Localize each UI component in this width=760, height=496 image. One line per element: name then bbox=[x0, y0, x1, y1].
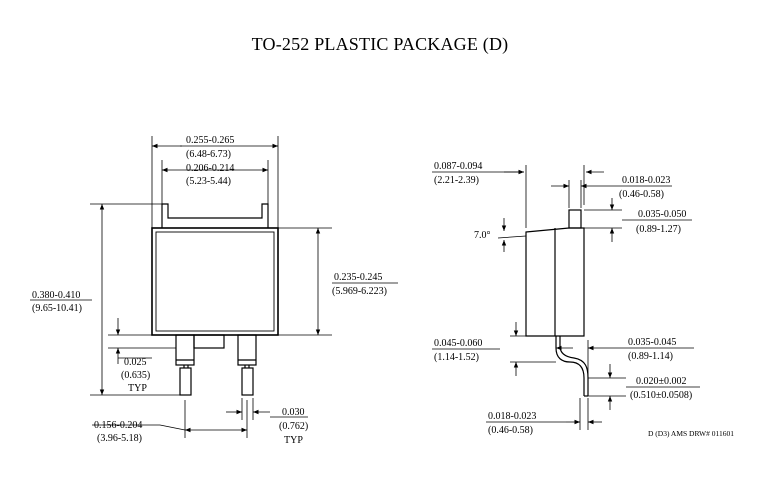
body-thickness-inch: 0.087-0.094 bbox=[434, 161, 482, 172]
tab-width-inch: 0.206-0.214 bbox=[186, 163, 234, 174]
standoff-inch: 0.045-0.060 bbox=[434, 338, 482, 349]
lead-offset-inch: 0.025 bbox=[124, 357, 147, 368]
body-height-mm: (5.969-6.223) bbox=[332, 286, 387, 297]
lead-pitch-mm: (3.96-5.18) bbox=[97, 433, 142, 444]
overall-height-inch: 0.380-0.410 bbox=[32, 290, 80, 301]
front-view-labels: 0.255-0.265 (6.48-6.73) 0.206-0.214 (5.2… bbox=[32, 135, 387, 446]
draft-angle: 7.0° bbox=[474, 230, 491, 241]
lead-thickness-inch: 0.018-0.023 bbox=[488, 411, 536, 422]
tab-thickness-mm: (0.46-0.58) bbox=[619, 189, 664, 200]
body-height-inch: 0.235-0.245 bbox=[334, 272, 382, 283]
lead-right-foot bbox=[241, 367, 254, 396]
lead-width-inch: 0.030 bbox=[282, 407, 305, 418]
lead-left-foot bbox=[179, 367, 192, 396]
package-body-inner bbox=[155, 231, 275, 332]
lead-width-typ: TYP bbox=[284, 435, 303, 446]
tab-thickness-inch: 0.018-0.023 bbox=[622, 175, 670, 186]
lead-offset-mm: (0.635) bbox=[121, 370, 150, 381]
lead-offset-typ: TYP bbox=[128, 383, 147, 394]
side-lead bbox=[555, 336, 585, 396]
front-view-dimensions bbox=[30, 136, 398, 438]
package-body bbox=[151, 227, 279, 336]
lead-center-stub bbox=[193, 334, 225, 349]
lead-thickness-mm: (0.46-0.58) bbox=[488, 425, 533, 436]
lead-length-inch: 0.020±0.002 bbox=[636, 376, 687, 387]
lead-step-inch: 0.035-0.045 bbox=[628, 337, 676, 348]
standoff-mm: (1.14-1.52) bbox=[434, 352, 479, 363]
lead-length-mm: (0.510±0.0508) bbox=[630, 390, 692, 401]
tab-width-mm: (5.23-5.44) bbox=[186, 176, 231, 187]
lead-left-upper bbox=[175, 334, 195, 366]
front-view bbox=[151, 203, 279, 396]
side-body bbox=[525, 227, 585, 337]
package-tab-outline bbox=[161, 203, 269, 228]
side-view-labels: 0.087-0.094 (2.21-2.39) 0.018-0.023 (0.4… bbox=[434, 161, 692, 436]
lead-step-mm: (0.89-1.14) bbox=[628, 351, 673, 362]
side-view bbox=[525, 209, 589, 397]
overall-width-inch: 0.255-0.265 bbox=[186, 135, 234, 146]
side-tab bbox=[568, 209, 582, 229]
lead-pitch-inch: 0.156-0.204 bbox=[94, 420, 142, 431]
tab-height-inch: 0.035-0.050 bbox=[638, 209, 686, 220]
page-title: TO-252 PLASTIC PACKAGE (D) bbox=[251, 34, 509, 54]
lead-width-mm: (0.762) bbox=[279, 421, 308, 432]
overall-width-mm: (6.48-6.73) bbox=[186, 149, 231, 160]
tab-height-mm: (0.89-1.27) bbox=[636, 224, 681, 235]
lead-right-upper bbox=[237, 334, 257, 366]
drawing-number: D (D3) AMS DRW# 011601 bbox=[648, 429, 734, 438]
body-thickness-mm: (2.21-2.39) bbox=[434, 175, 479, 186]
side-view-dimensions bbox=[432, 165, 700, 430]
overall-height-mm: (9.65-10.41) bbox=[32, 303, 82, 314]
